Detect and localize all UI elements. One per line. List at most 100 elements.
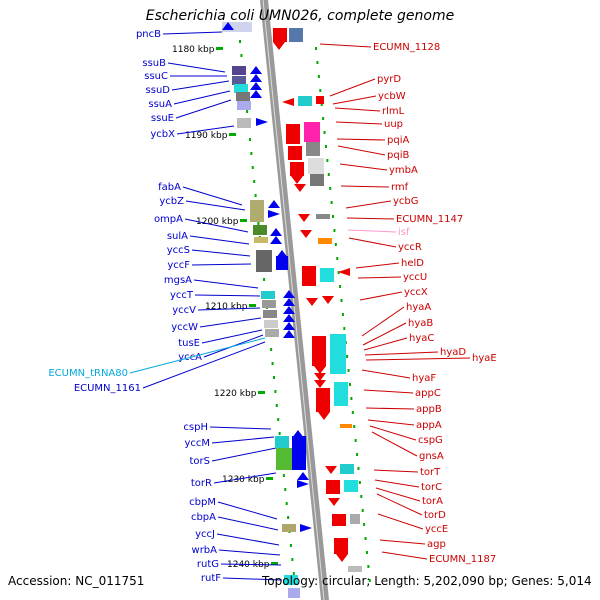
left-gene-label: pncB [136, 29, 161, 40]
gene-arrow [322, 296, 334, 304]
gene-block [236, 92, 250, 101]
right-gene-label: yccU [403, 272, 427, 283]
gene-block [304, 122, 320, 142]
guide-dot [240, 54, 243, 57]
gene-block [288, 588, 300, 598]
right-gene-label: hyaB [408, 318, 433, 329]
guide-dot [270, 348, 273, 351]
right-gene-leader [369, 425, 417, 441]
guide-dot [271, 362, 274, 365]
gene-block [350, 514, 360, 524]
guide-dot [327, 173, 330, 176]
left-gene-label: ycbZ [159, 196, 184, 207]
right-gene-leader [367, 419, 415, 426]
guide-dot [250, 152, 253, 155]
guide-dot [334, 243, 337, 246]
guide-dot [274, 390, 277, 393]
left-gene-leader [173, 90, 231, 105]
gene-arrow [297, 472, 309, 480]
left-gene-label: cspH [183, 422, 208, 433]
left-gene-label: ssuA [148, 99, 172, 110]
right-gene-label: hyaD [440, 347, 466, 358]
right-gene-label: uup [384, 119, 403, 130]
gene-block [298, 96, 312, 106]
right-gene-leader [362, 322, 407, 346]
gene-block [318, 238, 332, 244]
right-gene-label: hyaE [472, 353, 497, 364]
right-gene-leader [373, 469, 419, 473]
guide-dot [275, 404, 278, 407]
left-gene-label: mgsA [164, 275, 192, 286]
gene-arrow [283, 298, 295, 306]
gene-block [330, 334, 346, 374]
right-gene-leader [379, 539, 426, 545]
guide-dot [289, 544, 292, 547]
right-gene-leader [336, 138, 386, 141]
left-gene-leader [185, 200, 246, 211]
topology-text: Topology: circular; Length: 5,202,090 bp… [262, 574, 592, 588]
backbone-strand [260, 0, 329, 600]
right-gene-label: appB [416, 404, 442, 415]
gene-arrow [300, 230, 312, 238]
gene-arrow [250, 74, 262, 82]
guide-dot [354, 439, 357, 442]
guide-dot [330, 201, 333, 204]
guide-dot [292, 572, 295, 575]
left-gene-leader [213, 472, 277, 484]
guide-dot [350, 397, 353, 400]
gene-block [332, 514, 346, 526]
guide-dot [272, 376, 275, 379]
guide-dot [285, 502, 288, 505]
left-gene-label: yccM [184, 438, 210, 449]
gene-arrow [336, 554, 348, 562]
left-gene-label: rutG [197, 559, 219, 570]
left-gene-leader [211, 447, 277, 462]
gene-block [232, 66, 246, 75]
guide-dot [329, 187, 332, 190]
guide-dot [239, 40, 242, 43]
gene-block [276, 256, 288, 270]
gene-block [273, 28, 287, 42]
guide-dot [363, 523, 366, 526]
gene-block [308, 158, 324, 174]
right-gene-leader [348, 237, 397, 248]
gene-arrow [282, 98, 294, 106]
right-gene-label: ECUMN_1128 [373, 42, 440, 53]
gene-arrow [270, 228, 282, 236]
guide-dot [353, 425, 356, 428]
right-gene-leader [332, 95, 377, 105]
gene-arrow [270, 236, 282, 244]
left-gene-leader [182, 186, 243, 206]
left-gene-label: ompA [154, 214, 183, 225]
gene-block [265, 329, 279, 337]
guide-dot [356, 453, 359, 456]
gene-arrow [338, 268, 350, 276]
left-gene-label: yccF [167, 260, 190, 271]
gene-arrow [250, 82, 262, 90]
guide-dot [324, 145, 327, 148]
right-gene-label: yccE [425, 524, 448, 535]
map-title: Escherichia coli UMN026, complete genome [145, 8, 455, 24]
gene-arrow [314, 373, 326, 381]
guide-dot [317, 75, 320, 78]
left-gene-leader [129, 337, 266, 374]
guide-dot [368, 579, 371, 582]
guide-dot [282, 474, 285, 477]
guide-dot [351, 411, 354, 414]
guide-dot [315, 47, 318, 50]
right-gene-leader [337, 145, 386, 156]
gene-arrow [294, 448, 306, 456]
gene-block [288, 146, 302, 160]
gene-block [334, 538, 348, 554]
gene-block [275, 436, 289, 448]
right-gene-label: appC [415, 388, 441, 399]
gene-block [326, 480, 340, 494]
guide-dot [339, 285, 342, 288]
left-gene-label: yccS [167, 245, 190, 256]
right-gene-leader [365, 357, 471, 361]
left-gene-label: ssuB [142, 58, 166, 69]
right-gene-label: pqiB [387, 150, 409, 161]
guide-dot [332, 215, 335, 218]
right-gene-label: gnsA [419, 451, 444, 462]
gene-block [316, 388, 330, 412]
